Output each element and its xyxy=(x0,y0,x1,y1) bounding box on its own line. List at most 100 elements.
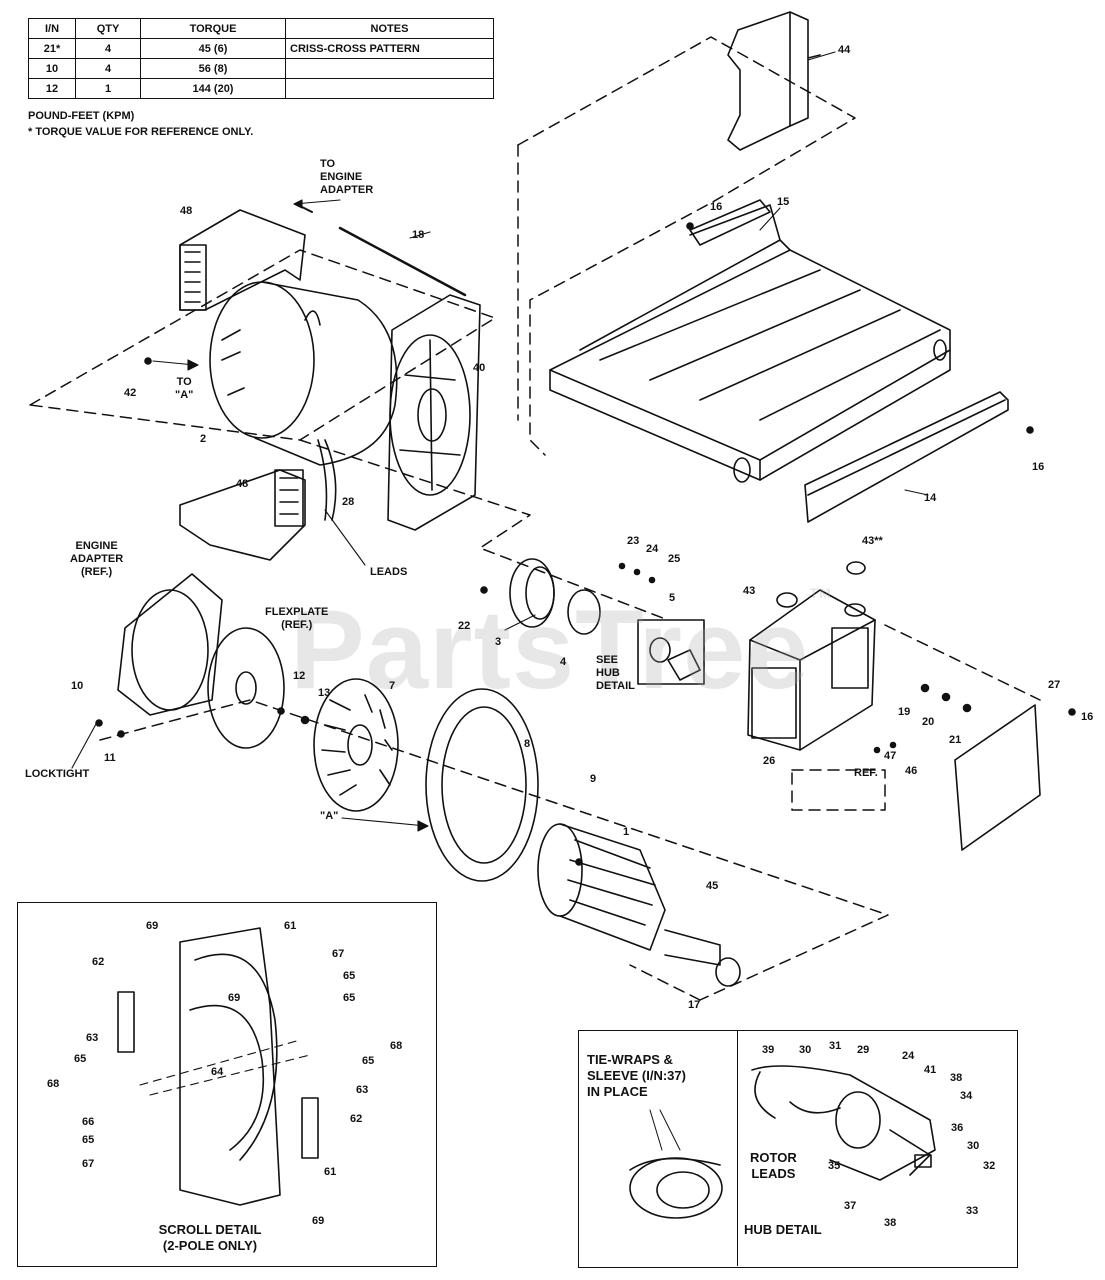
part-number: 9 xyxy=(590,773,597,785)
part-44-cover xyxy=(727,11,821,151)
table-row: 10 4 56 (8) xyxy=(28,58,494,79)
table-cell: CRISS-CROSS PATTERN xyxy=(285,38,494,59)
part-26-control-box xyxy=(747,561,876,751)
scroll-part-number: 69 xyxy=(312,1215,325,1227)
hardware-fasteners xyxy=(95,222,1076,866)
scroll-part-number: 69 xyxy=(146,920,159,932)
part-number: 10 xyxy=(71,680,84,692)
part-number: 44 xyxy=(838,44,851,56)
table-cell: 4 xyxy=(75,58,141,79)
column-header-qty: QTY xyxy=(75,18,141,39)
tie-wraps-hub-detail-panel xyxy=(578,1030,1018,1268)
hub-part-number: 32 xyxy=(983,1160,996,1172)
table-cell xyxy=(285,78,494,99)
scroll-part-number: 68 xyxy=(390,1040,403,1052)
hub-detail-title: HUB DETAIL xyxy=(744,1222,822,1237)
column-header-torque: TORQUE xyxy=(140,18,286,39)
table-cell: 1 xyxy=(75,78,141,99)
table-row: 12 1 144 (20) xyxy=(28,78,494,99)
part-48-screen-lower xyxy=(179,469,306,561)
scroll-part-number: 63 xyxy=(356,1084,369,1096)
hub-part-number: 24 xyxy=(902,1050,915,1062)
watermark: PartsTreeTM xyxy=(290,585,832,712)
part-number: 45 xyxy=(706,880,719,892)
callout-flexplate-ref: FLEXPLATE (REF.) xyxy=(265,606,329,631)
table-cell: 12 xyxy=(28,78,76,99)
scroll-part-number: 66 xyxy=(82,1116,95,1128)
column-header-notes: NOTES xyxy=(285,18,494,39)
callout-locktight: LOCKTIGHT xyxy=(25,768,90,780)
part-number: 19 xyxy=(898,706,911,718)
part-number: 25 xyxy=(668,553,681,565)
table-row: 21* 4 45 (6) CRISS-CROSS PATTERN xyxy=(28,38,494,59)
part-number: 42 xyxy=(124,387,137,399)
part-number: 47 xyxy=(884,750,897,762)
scroll-part-number: 61 xyxy=(324,1166,337,1178)
hub-part-number: 38 xyxy=(950,1072,963,1084)
part-number: 17 xyxy=(688,999,701,1011)
scroll-part-number: 68 xyxy=(47,1078,60,1090)
part-number: 7 xyxy=(389,680,396,692)
table-cell: 45 (6) xyxy=(140,38,286,59)
part-number: 22 xyxy=(458,620,471,632)
part-number: 13 xyxy=(318,687,331,699)
leader-lines xyxy=(71,51,929,832)
scroll-detail-title: SCROLL DETAIL (2-POLE ONLY) xyxy=(158,1222,262,1253)
hub-part-number: 29 xyxy=(857,1044,870,1056)
part-number: 20 xyxy=(922,716,935,728)
part-2-stator-housing xyxy=(209,281,398,521)
hub-part-number: 33 xyxy=(966,1205,979,1217)
part-number: 28 xyxy=(342,496,355,508)
assembly-dashed-boundaries xyxy=(29,36,1041,1001)
part-number: 48 xyxy=(180,205,193,217)
part-number: 21 xyxy=(949,734,962,746)
part-number: 40 xyxy=(473,362,486,374)
torque-footnote: * TORQUE VALUE FOR REFERENCE ONLY. xyxy=(28,126,254,138)
table-cell: 21* xyxy=(28,38,76,59)
hub-part-number: 39 xyxy=(762,1044,775,1056)
part-27-cover-plate xyxy=(954,704,1041,851)
hub-part-number: 31 xyxy=(829,1040,842,1052)
part-7-fan xyxy=(313,678,399,812)
callout-a-marker: "A" xyxy=(320,810,339,822)
column-header-in: I/N xyxy=(28,18,76,39)
callout-leads: LEADS xyxy=(370,566,408,578)
part-number: 2 xyxy=(200,433,207,445)
part-number: 16 xyxy=(1081,711,1094,723)
part-number: 14 xyxy=(924,492,937,504)
part-8-ring xyxy=(425,688,539,882)
part-number: 43** xyxy=(862,535,883,547)
table-cell: 10 xyxy=(28,58,76,79)
hub-part-number: 38 xyxy=(884,1217,897,1229)
part-number: 48 xyxy=(236,478,249,490)
hub-part-number: 34 xyxy=(960,1090,973,1102)
part-number: 16 xyxy=(710,201,723,213)
scroll-part-number: 65 xyxy=(343,970,356,982)
part-number: 15 xyxy=(777,196,790,208)
part-number: 4 xyxy=(560,656,567,668)
table-cell: 56 (8) xyxy=(140,58,286,79)
engine-adapter xyxy=(117,573,223,716)
table-cell xyxy=(285,58,494,79)
callout-see-hub-detail: SEE HUB DETAIL xyxy=(596,654,635,692)
base-frame xyxy=(549,199,1009,523)
hub-part-number: 35 xyxy=(828,1160,841,1172)
scroll-detail-panel xyxy=(17,902,437,1267)
rotor-leads-label: ROTOR LEADS xyxy=(750,1150,797,1181)
unit-note: POUND-FEET (KPM) xyxy=(28,110,135,122)
part-number: 8 xyxy=(524,738,531,750)
hub-parts xyxy=(509,558,705,685)
part-number: 16 xyxy=(1032,461,1045,473)
part-18-stud xyxy=(297,204,467,297)
scroll-part-number: 67 xyxy=(82,1158,95,1170)
torque-table-header-row: I/N QTY TORQUE NOTES xyxy=(28,18,494,39)
part-40-end-bracket xyxy=(387,294,481,531)
hub-part-number: 37 xyxy=(844,1200,857,1212)
part-number: 5 xyxy=(669,592,676,604)
flexplate xyxy=(207,627,285,749)
table-cell: 144 (20) xyxy=(140,78,286,99)
scroll-part-number: 62 xyxy=(92,956,105,968)
panel-divider xyxy=(737,1030,738,1266)
scroll-part-number: 65 xyxy=(362,1055,375,1067)
scroll-part-number: 65 xyxy=(74,1053,87,1065)
